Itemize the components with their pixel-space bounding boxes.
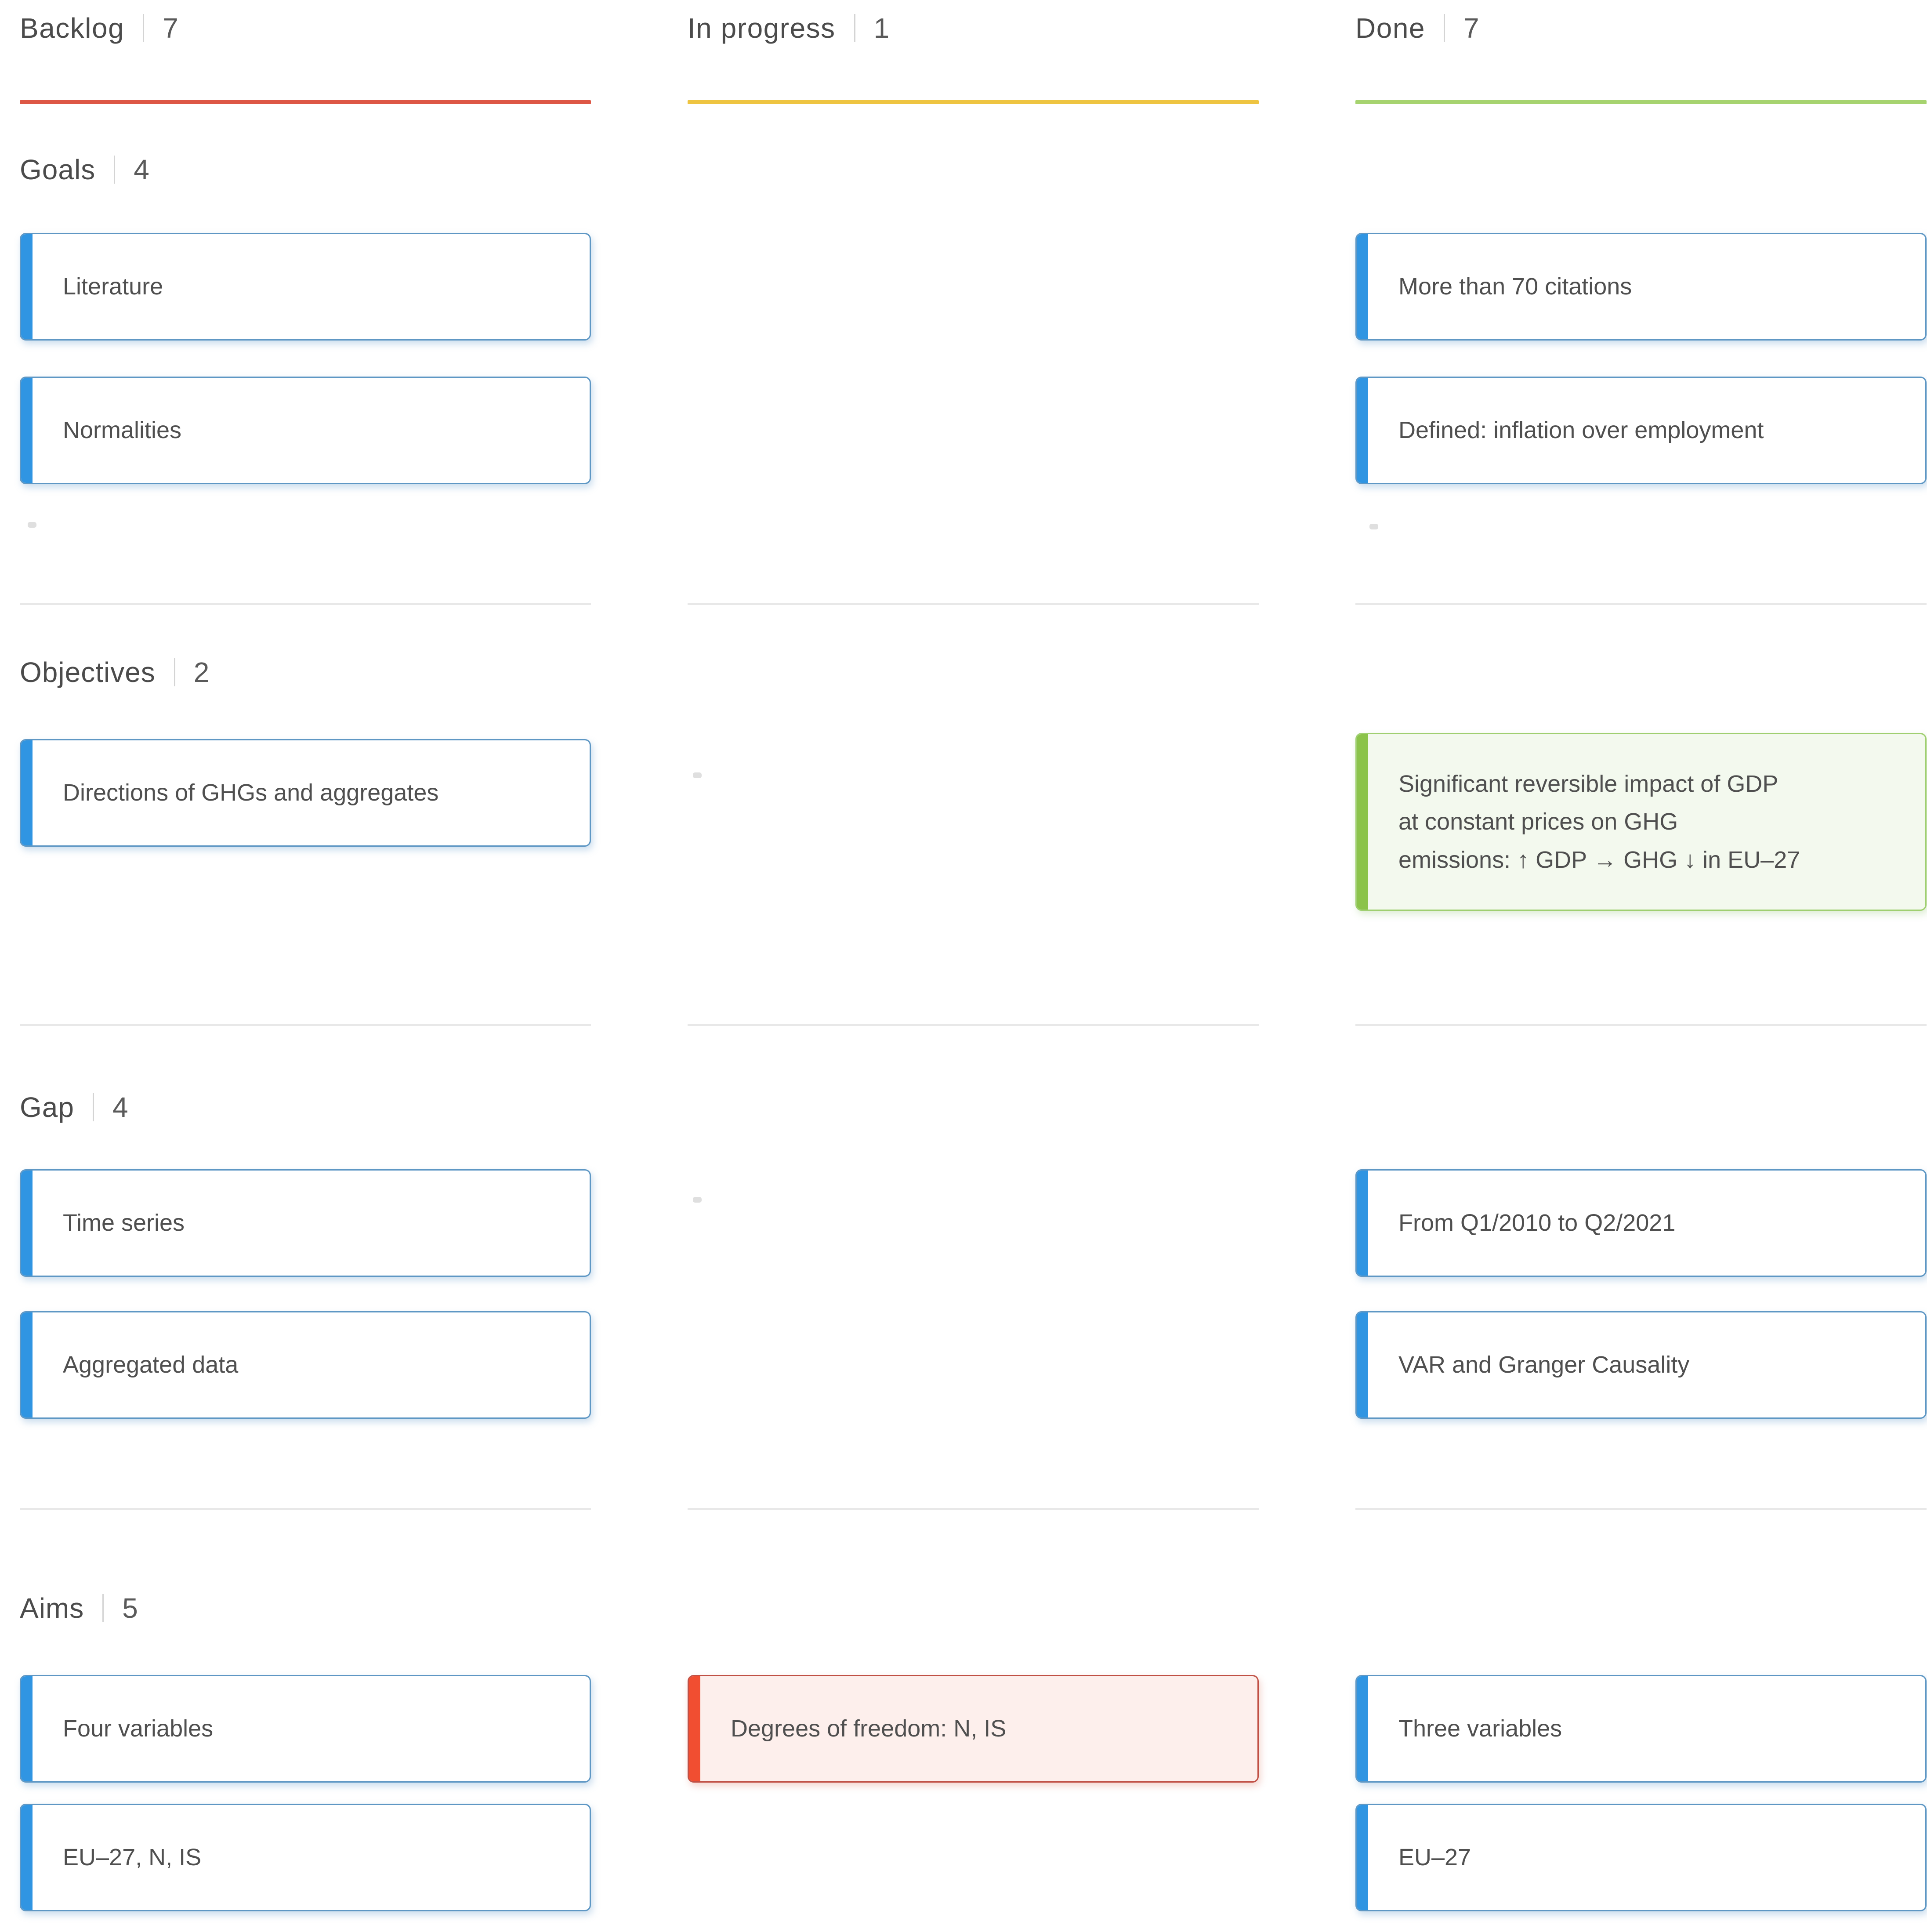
lane-separator <box>1355 1508 1927 1510</box>
header-divider <box>143 14 145 42</box>
lane-separator <box>20 1024 591 1026</box>
lane-header-gap: Gap 4 <box>20 1086 129 1128</box>
card-text: More than 70 citations <box>1398 273 1632 300</box>
lane-separator <box>1355 603 1927 605</box>
header-divider <box>114 156 116 184</box>
card-four-variables[interactable]: Four variables <box>20 1675 591 1783</box>
card-eu27[interactable]: EU–27 <box>1355 1804 1927 1911</box>
card-text: From Q1/2010 to Q2/2021 <box>1398 1210 1676 1236</box>
lane-separator <box>688 603 1259 605</box>
card-text: Significant reversible impact of GDP at … <box>1398 770 1800 873</box>
column-title: In progress <box>688 12 836 44</box>
column-accent-underline <box>20 100 591 104</box>
card-directions-of-ghgs[interactable]: Directions of GHGs and aggregates <box>20 739 591 847</box>
card-text: Defined: inflation over employment <box>1398 417 1764 444</box>
header-divider <box>854 14 855 42</box>
column-done: Done 7 More than 70 citations Defined: i… <box>1355 0 1927 1932</box>
column-header-backlog: Backlog 7 <box>20 6 179 50</box>
card-three-variables[interactable]: Three variables <box>1355 1675 1927 1783</box>
column-in-progress: In progress 1 Degrees of freedom: N, IS <box>688 0 1259 1932</box>
column-header-done: Done 7 <box>1355 6 1480 50</box>
column-count: 7 <box>163 12 179 44</box>
card-aggregated-data[interactable]: Aggregated data <box>20 1311 591 1419</box>
lane-title: Objectives <box>20 656 156 688</box>
column-accent-underline <box>688 100 1259 104</box>
column-count: 1 <box>873 12 890 44</box>
lane-separator <box>688 1024 1259 1026</box>
card-degrees-of-freedom[interactable]: Degrees of freedom: N, IS <box>688 1675 1259 1783</box>
card-text: Directions of GHGs and aggregates <box>63 779 439 806</box>
card-text: Degrees of freedom: N, IS <box>731 1715 1007 1742</box>
lane-separator <box>20 603 591 605</box>
card-text: VAR and Granger Causality <box>1398 1352 1690 1378</box>
card-text: EU–27 <box>1398 1844 1471 1871</box>
card-var-granger[interactable]: VAR and Granger Causality <box>1355 1311 1927 1419</box>
lane-separator <box>1355 1024 1927 1026</box>
card-normalities[interactable]: Normalities <box>20 377 591 484</box>
lane-header-goals: Goals 4 <box>20 149 150 191</box>
card-significant-impact[interactable]: Significant reversible impact of GDP at … <box>1355 733 1927 911</box>
card-from-q1-2010[interactable]: From Q1/2010 to Q2/2021 <box>1355 1169 1927 1277</box>
card-text: EU–27, N, IS <box>63 1844 202 1871</box>
ghost-dot <box>1369 524 1378 529</box>
column-title: Backlog <box>20 12 125 44</box>
lane-count: 5 <box>122 1592 138 1624</box>
lane-title: Goals <box>20 154 96 185</box>
card-text: Four variables <box>63 1715 214 1742</box>
card-literature[interactable]: Literature <box>20 233 591 341</box>
lane-separator <box>20 1508 591 1510</box>
lane-header-objectives: Objectives 2 <box>20 651 210 693</box>
header-divider <box>1444 14 1445 42</box>
header-divider <box>102 1594 104 1622</box>
card-text: Time series <box>63 1210 185 1236</box>
card-text: Normalities <box>63 417 182 444</box>
ghost-dot <box>693 772 702 778</box>
card-defined-inflation[interactable]: Defined: inflation over employment <box>1355 377 1927 484</box>
lane-title: Gap <box>20 1091 74 1123</box>
ghost-dot <box>28 522 36 528</box>
lane-header-aims: Aims 5 <box>20 1587 138 1629</box>
card-text: Three variables <box>1398 1715 1562 1742</box>
ghost-dot <box>693 1197 702 1203</box>
card-more-than-70-citations[interactable]: More than 70 citations <box>1355 233 1927 341</box>
column-accent-underline <box>1355 100 1927 104</box>
lane-title: Aims <box>20 1592 84 1624</box>
header-divider <box>92 1093 94 1121</box>
header-divider <box>174 658 175 686</box>
card-text: Literature <box>63 273 163 300</box>
column-count: 7 <box>1463 12 1480 44</box>
card-eu27-n-is[interactable]: EU–27, N, IS <box>20 1804 591 1911</box>
card-text: Aggregated data <box>63 1352 239 1378</box>
card-time-series[interactable]: Time series <box>20 1169 591 1277</box>
lane-separator <box>688 1508 1259 1510</box>
lane-count: 2 <box>193 656 210 688</box>
column-backlog: Backlog 7 Goals 4 Literature Normalities… <box>20 0 591 1932</box>
column-header-in-progress: In progress 1 <box>688 6 890 50</box>
column-title: Done <box>1355 12 1425 44</box>
lane-count: 4 <box>134 154 150 185</box>
lane-count: 4 <box>112 1091 129 1123</box>
